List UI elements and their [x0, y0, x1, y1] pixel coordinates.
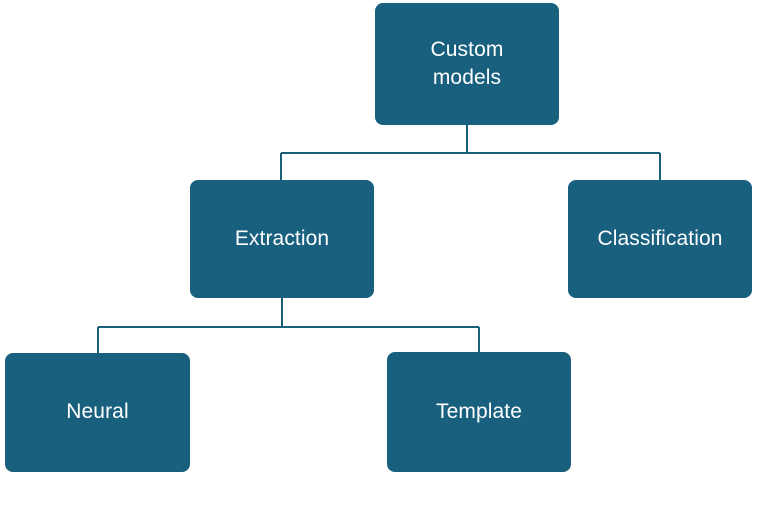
node-label-template: Template: [435, 399, 522, 423]
node-label-custom-models: Custom models: [430, 37, 504, 89]
node-classification[interactable]: Classification: [568, 180, 752, 298]
node-custom-models[interactable]: Custom models: [375, 3, 559, 125]
node-label-neural: Neural: [66, 400, 129, 424]
node-label-extraction: Extraction: [234, 226, 330, 250]
node-extraction[interactable]: Extraction: [190, 180, 374, 298]
node-label-classification: Classification: [597, 226, 723, 250]
node-template[interactable]: Template: [387, 352, 571, 472]
node-neural[interactable]: Neural: [5, 353, 190, 472]
